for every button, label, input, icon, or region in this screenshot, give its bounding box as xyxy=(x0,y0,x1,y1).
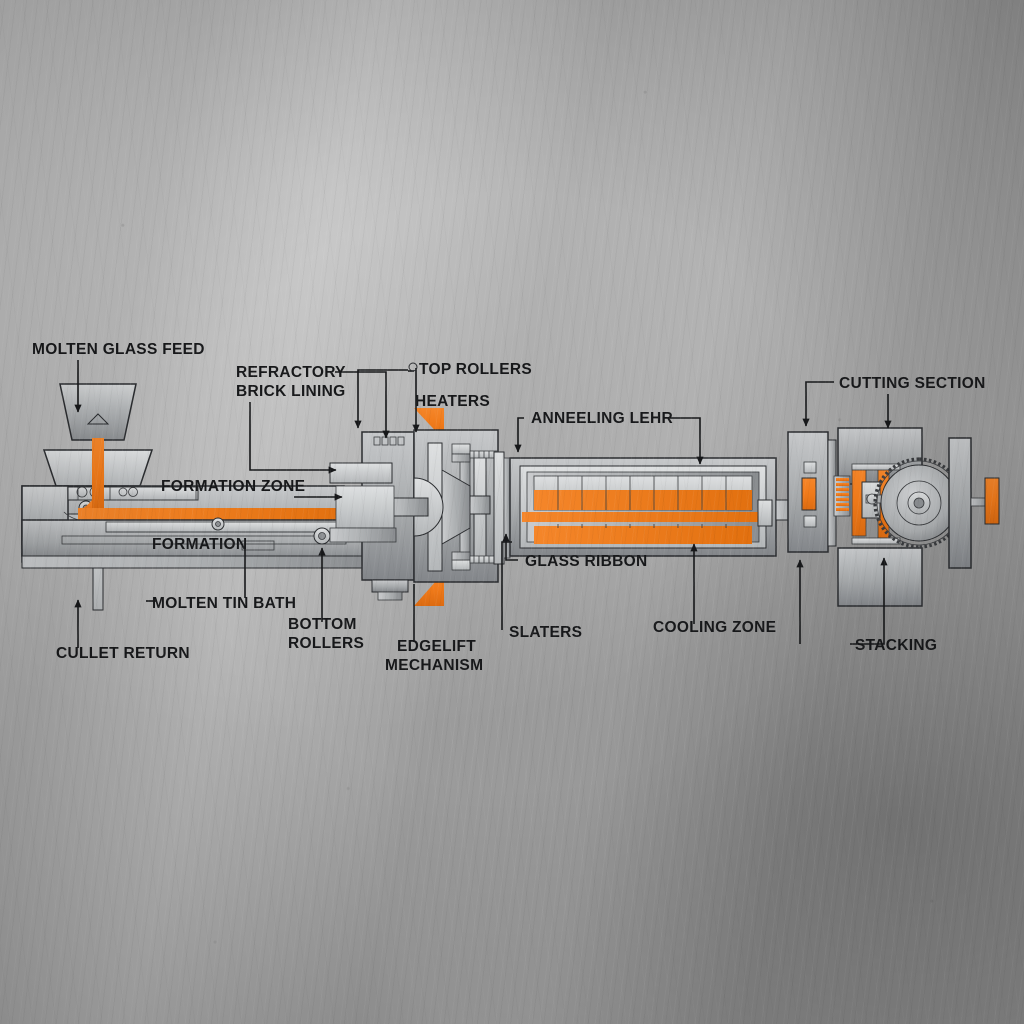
leader-refractory xyxy=(335,371,390,439)
glass-ribbon-lehr xyxy=(522,512,770,522)
feed-hopper xyxy=(59,383,137,441)
label-glass-ribbon: GLASS RIBBON xyxy=(525,553,647,570)
tin-bath-upper-rail xyxy=(105,521,347,533)
leader-annealing-lehr-2 xyxy=(668,417,704,465)
edgelift-service-box xyxy=(329,462,393,484)
label-cullet-return: CULLET RETURN xyxy=(56,645,190,662)
cutter-frame-window xyxy=(801,477,817,511)
leader-top-rollers-2 xyxy=(354,369,408,429)
cutting-machine-block-bottom xyxy=(837,547,923,607)
label-slaters: SLATERS xyxy=(509,624,582,641)
edgelift-bolt-top xyxy=(451,443,499,463)
cooling-zone-grid-lines-lower xyxy=(557,524,727,528)
slaters-plate-2 xyxy=(503,457,511,559)
cutter-rail-bottom xyxy=(851,537,901,545)
annealing-lehr-section xyxy=(509,457,799,557)
leader-refractory-2 xyxy=(249,402,337,474)
takeoff-plate xyxy=(948,437,972,569)
glass-pour-column xyxy=(92,438,104,510)
label-refractory-brick-lining-line2: BRICK LINING xyxy=(236,383,346,400)
label-annealing-lehr: ANNEELING LEHR xyxy=(531,410,673,427)
label-cooling-zone: COOLING ZONE xyxy=(653,619,776,636)
cutting-stacking-section xyxy=(787,427,1000,607)
label-stacking: STACKING xyxy=(855,637,937,654)
furnace-roller-e xyxy=(128,487,138,497)
hopper-gauge-triangle xyxy=(86,413,110,425)
furnace-roller-a xyxy=(76,486,88,498)
edgelift-bottom-nozzle xyxy=(371,579,409,593)
label-formation: FORMATION xyxy=(152,536,247,553)
label-bottom-rollers-line1: BOTTOM xyxy=(288,616,357,633)
top-rollers-glyph-icon xyxy=(408,362,418,372)
glass-ribbon-tinbath xyxy=(78,508,346,520)
cutter-frame-clip-bottom xyxy=(803,515,817,528)
cooling-zone-lower-orange xyxy=(534,526,752,544)
leader-slaters xyxy=(501,541,512,630)
leader-cutting-section xyxy=(802,381,834,427)
tin-bath-floor xyxy=(21,555,367,569)
label-molten-tin-bath: MOLTEN TIN BATH xyxy=(152,595,296,612)
label-refractory-brick-lining-line1: REFRACTORY xyxy=(236,364,346,381)
tin-bath-section xyxy=(21,517,367,569)
leader-lines xyxy=(74,360,892,648)
label-group: MOLTEN GLASS FEED REFRACTORY BRICK LININ… xyxy=(32,341,986,674)
edgelift-service-box-lower xyxy=(335,485,395,529)
takeoff-pad xyxy=(984,477,1000,525)
furnace-roller-bar-3 xyxy=(77,486,197,501)
edgelift-service-box-lower2 xyxy=(329,527,397,543)
lehr-exit-port xyxy=(757,499,773,527)
stacking-wheel xyxy=(876,460,962,546)
label-top-rollers: TOP ROLLERS xyxy=(419,361,532,378)
edgelift-side-arm xyxy=(469,495,491,515)
bottom-roller-right-hub xyxy=(318,532,326,540)
cooling-zone-grid-lines-upper xyxy=(557,476,727,510)
edgelift-housing-section xyxy=(329,408,511,606)
molten-glass-stream xyxy=(78,438,346,520)
cutter-rail-top xyxy=(851,463,901,471)
edgelift-cone xyxy=(441,469,471,545)
label-cutting-section: CUTTING SECTION xyxy=(839,375,986,392)
edgelift-bottom-nozzle-tip xyxy=(377,591,403,601)
furnace-roller-c xyxy=(118,487,128,497)
label-molten-glass-feed: MOLTEN GLASS FEED xyxy=(32,341,205,358)
cutter-frame-clip-top xyxy=(803,461,817,474)
tin-bath-roller-mid-hub xyxy=(215,521,221,527)
tin-bath-plate-mark xyxy=(241,540,275,551)
label-edgelift-line2: MECHANISM xyxy=(385,657,483,674)
leader-annealing-lehr xyxy=(514,417,524,453)
label-heaters: HEATERS xyxy=(415,393,490,410)
label-edgelift-line1: EDGELIFT xyxy=(397,638,476,655)
cooling-zone-upper-orange xyxy=(534,490,752,510)
label-bottom-rollers-line2: ROLLERS xyxy=(288,635,364,652)
label-formation-zone: FORMATION ZONE xyxy=(161,478,305,495)
cutter-finger-bank xyxy=(833,475,851,517)
leader-stacking-2 xyxy=(850,557,888,645)
